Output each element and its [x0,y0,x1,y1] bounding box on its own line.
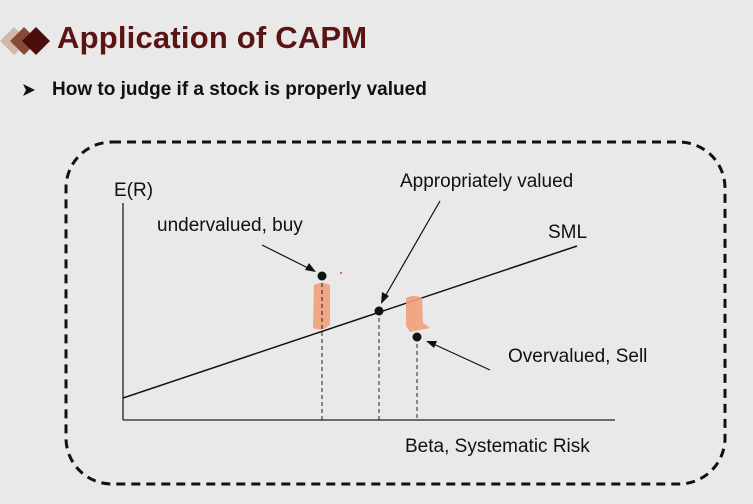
appropriate-label: Appropriately valued [400,171,573,192]
undervalued-point [317,271,327,281]
sml-line [122,245,578,399]
overvalued-label: Overvalued, Sell [508,346,647,367]
overvalued-point [412,332,422,342]
highlight-speck [339,271,343,275]
sml-label: SML [548,222,587,243]
diamond-logo-icon [0,27,50,55]
bullet-point: How to judge if a stock is properly valu… [22,78,427,102]
overvalued-arrow [426,341,491,371]
appropriate-arrow [381,200,441,304]
bullet-text: How to judge if a stock is properly valu… [52,79,427,100]
undervalued-label: undervalued, buy [157,215,303,236]
arrowhead-bullet-icon [23,84,35,96]
x-axis-label: Beta, Systematic Risk [405,436,590,457]
diagram-frame [64,140,727,486]
y-axis-label: E(R) [114,180,153,201]
overvalued-highlight [406,296,430,332]
page-title: Application of CAPM [57,20,368,55]
appropriate-point [374,306,384,316]
undervalued-arrow [261,244,316,272]
